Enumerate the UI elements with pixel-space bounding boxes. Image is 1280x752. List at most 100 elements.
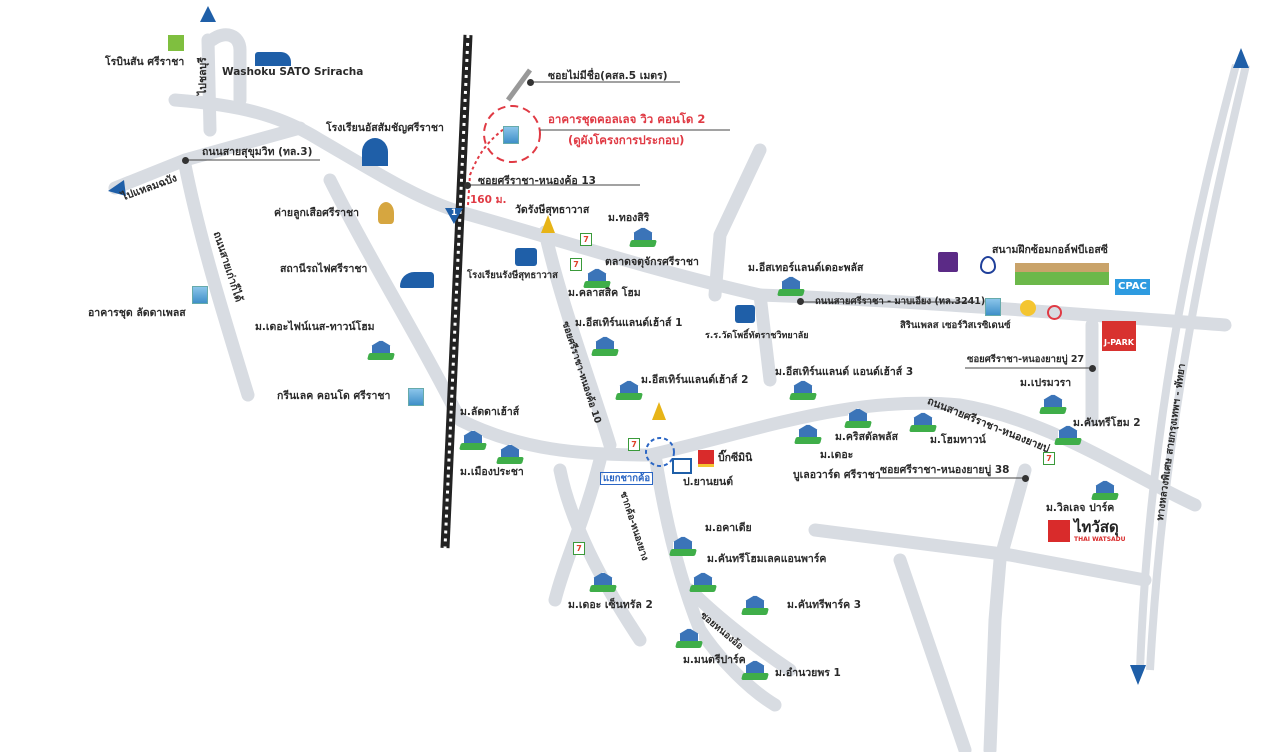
label-thaiwatsadu: ไทวัสดุ xyxy=(1074,518,1119,536)
house-icon xyxy=(497,444,523,464)
road-east xyxy=(808,523,1152,752)
label-wat-rangsi: วัดรังษีสุทธาวาส xyxy=(515,204,590,216)
motorway xyxy=(1136,63,1250,671)
label-bigc-mini: บิ๊กซีมินิ xyxy=(718,452,753,464)
label-ladda-house: ม.ลัดดาเฮ้าส์ xyxy=(460,406,520,418)
label-golf: สนามฝึกซ้อมกอล์ฟบีเอสซี xyxy=(992,244,1108,256)
label-boulevard-1: ม.เดอะ xyxy=(820,449,854,461)
label-sirin-place: สิรินเพลส เซอร์วิสเรซิเดนซ์ xyxy=(900,320,1011,331)
house-icon xyxy=(460,430,486,450)
house-icon xyxy=(616,380,642,400)
label-distance: 160 ม. xyxy=(470,194,507,206)
seven-eleven-icon: 7 xyxy=(1043,452,1055,465)
label-to-chonburi: ไปชลบุรี xyxy=(197,57,209,95)
label-mabiang-road: ถนนสายศรีราชา - มาบเอียง (ทล.3241) xyxy=(815,296,986,307)
road-soi-10 xyxy=(538,225,617,452)
soi-dot xyxy=(527,79,534,86)
label-project-name: อาคารชุดคอลเลจ วิว คอนโด 2 xyxy=(548,112,706,126)
label-eastern-3: ม.อีสเทิร์นแลนด์ แอนด์เฮ้าส์ 3 xyxy=(775,366,914,378)
soi13-dot xyxy=(464,182,471,189)
road-to-station xyxy=(323,173,657,462)
house-icon xyxy=(795,424,821,444)
seven-eleven-icon: 7 xyxy=(573,542,585,555)
label-robinson: โรบินสัน ศรีราชา xyxy=(105,56,185,68)
house-icon xyxy=(1040,394,1066,414)
road-nongyaiboo xyxy=(643,396,1202,512)
school-icon xyxy=(362,138,388,166)
school-icon xyxy=(515,248,537,266)
label-scout-camp: ค่ายลูกเสือศรีราชา xyxy=(274,207,360,219)
label-montri-park: ม.มนตรีปาร์ค xyxy=(683,654,746,666)
house-icon xyxy=(742,660,768,680)
label-country-home-2: ม.คันทรีโฮม 2 xyxy=(1073,417,1141,429)
house-icon xyxy=(368,340,394,360)
label-classic-home: ม.คลาสสิค โฮม xyxy=(568,287,641,299)
label-watpho-school: ร.ร.วัดโพธิ์ทัตราชวิทยาลัย xyxy=(705,331,809,341)
golf-range-icon xyxy=(1015,263,1109,285)
arrow-south-icon xyxy=(1130,665,1146,685)
label-country-lake: ม.คันทรีโฮมเลคแอนพาร์ค xyxy=(707,553,827,565)
scb-bank-icon xyxy=(938,252,958,272)
robinson-icon xyxy=(168,35,184,51)
washoku-icon xyxy=(255,52,291,66)
school-icon xyxy=(735,305,755,323)
road-mabiang-branch xyxy=(708,143,777,387)
house-icon xyxy=(584,268,610,288)
road-chonburi xyxy=(201,28,247,137)
label-assumption: โรงเรียนอัสสัมชัญศรีราชา xyxy=(326,122,444,134)
house-icon xyxy=(790,380,816,400)
temple-icon xyxy=(652,402,666,420)
label-p-yanyon: ป.ยานยนต์ xyxy=(683,476,734,488)
label-thaiwatsadu-en: THAI WATSADU xyxy=(1074,536,1126,543)
label-soi-27: ซอยศรีราชา-หนองยายบู่ 27 xyxy=(967,354,1085,365)
seven-eleven-icon: 7 xyxy=(570,258,582,271)
arrow-north-icon xyxy=(1233,48,1249,68)
house-icon xyxy=(592,336,618,356)
label-chatuchak: ตลาดจตุจักรศรีราชา xyxy=(605,256,699,268)
label-academia: ม.อคาเดีย xyxy=(705,522,752,534)
mabiang-dot xyxy=(797,298,804,305)
label-boulevard-2: บูเลอวาร์ด ศรีราชา xyxy=(793,469,881,481)
soi38-dot xyxy=(1022,475,1029,482)
label-eastern-1: ม.อีสเทิร์นแลนด์เฮ้าส์ 1 xyxy=(575,317,683,329)
soi27-dot xyxy=(1089,365,1096,372)
junction-circle xyxy=(645,437,675,467)
bangkok-bank-icon xyxy=(980,256,996,274)
label-cpac: CPAC xyxy=(1115,279,1150,295)
label-chakkho-junction: แยกชากค้อ xyxy=(600,472,654,486)
road-soi-38 xyxy=(983,463,1032,752)
project-building-icon xyxy=(503,126,519,144)
house-icon xyxy=(676,628,702,648)
house-icon xyxy=(670,536,696,556)
label-central-2: ม.เดอะ เซ็นทรัล 2 xyxy=(568,599,653,611)
access-route xyxy=(467,127,506,206)
road-soi-nongor xyxy=(683,583,797,677)
label-rangsi-school: โรงเรียนรังษีสุทธาวาส xyxy=(467,270,558,281)
label-amnuayporn: ม.อำนวยพร 1 xyxy=(775,667,841,679)
house-icon xyxy=(742,595,768,615)
seven-eleven-icon: 7 xyxy=(628,438,640,451)
label-soi-38: ซอยศรีราชา-หนองยายบู่ 38 xyxy=(880,464,1010,476)
temple-icon xyxy=(541,215,555,233)
label-premwara: ม.เปรมวรา xyxy=(1020,377,1072,389)
train-icon xyxy=(400,272,434,288)
house-icon xyxy=(630,227,656,247)
house-icon xyxy=(910,412,936,432)
sukhumvit-dot xyxy=(182,157,189,164)
label-ladda-place: อาคารชุด ลัดดาเพลส xyxy=(88,307,186,319)
label-sukhumvit: ถนนสายสุขุมวิท (ทล.3) xyxy=(202,146,313,158)
label-thongsiri: ม.ทองสิริ xyxy=(608,212,650,224)
road-south-2 xyxy=(553,463,647,647)
label-village-park: ม.วิลเลจ ปาร์ค xyxy=(1046,502,1115,514)
building-icon xyxy=(192,286,208,304)
label-unnamed-soi: ซอยไม่มีชื่อ(คสล.5 เมตร) xyxy=(548,70,668,82)
house-icon xyxy=(590,572,616,592)
kasikorn-icon xyxy=(1047,305,1062,320)
label-soi-13: ซอยศรีราชา-หนองค้อ 13 xyxy=(478,175,596,187)
thaiwatsadu-logo xyxy=(1048,520,1070,542)
arrow-laem-chabang-icon xyxy=(108,180,126,196)
label-eastern-2: ม.อีสเทิร์นแลนด์เฮ้าส์ 2 xyxy=(641,374,749,386)
building-icon xyxy=(408,388,424,406)
scout-icon xyxy=(378,202,394,224)
